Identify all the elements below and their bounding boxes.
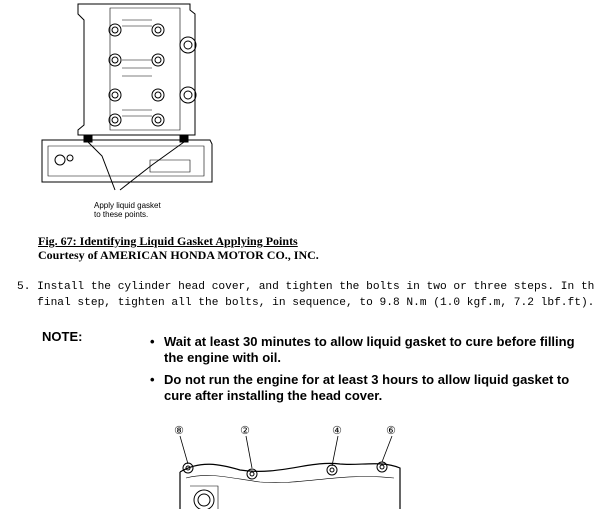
- caption-credit: Courtesy of AMERICAN HONDA MOTOR CO., IN…: [38, 248, 319, 262]
- callout-line-2: to these points.: [94, 210, 149, 219]
- figure-caption: Fig. 67: Identifying Liquid Gasket Apply…: [38, 234, 319, 262]
- note-item: • Do not run the engine for at least 3 h…: [148, 372, 606, 404]
- step-5: 5. Install the cylinder head cover, and …: [17, 279, 606, 311]
- note-label: NOTE:: [42, 329, 83, 344]
- caption-title: Fig. 67: Identifying Liquid Gasket Apply…: [38, 234, 298, 248]
- bolt-label-8: ⑧: [174, 424, 184, 437]
- note-item-line-1: Do not run the engine for at least 3 hou…: [164, 372, 570, 387]
- note-item-line-2: the engine with oil.: [164, 350, 281, 365]
- gasket-callout: Apply liquid gasket to these points.: [94, 201, 161, 219]
- note-item: • Wait at least 30 minutes to allow liqu…: [148, 334, 606, 366]
- cylinder-head-figure: [41, 3, 213, 191]
- bolt-label-2: ②: [240, 424, 250, 437]
- callout-line-1: Apply liquid gasket: [94, 201, 161, 210]
- bullet-icon: •: [150, 372, 155, 387]
- step-5-line-2: final step, tighten all the bolts, in se…: [17, 297, 595, 309]
- bolt-label-6: ⑥: [386, 424, 396, 437]
- step-5-line-1: 5. Install the cylinder head cover, and …: [17, 281, 595, 293]
- bolt-sequence-figure: ⑧ ② ④ ⑥: [174, 424, 401, 509]
- note-item-line-2: cure after installing the head cover.: [164, 388, 383, 403]
- note-list: • Wait at least 30 minutes to allow liqu…: [148, 334, 606, 410]
- note-item-line-1: Wait at least 30 minutes to allow liquid…: [164, 334, 575, 349]
- bolt-label-4: ④: [332, 424, 342, 437]
- bullet-icon: •: [150, 334, 155, 349]
